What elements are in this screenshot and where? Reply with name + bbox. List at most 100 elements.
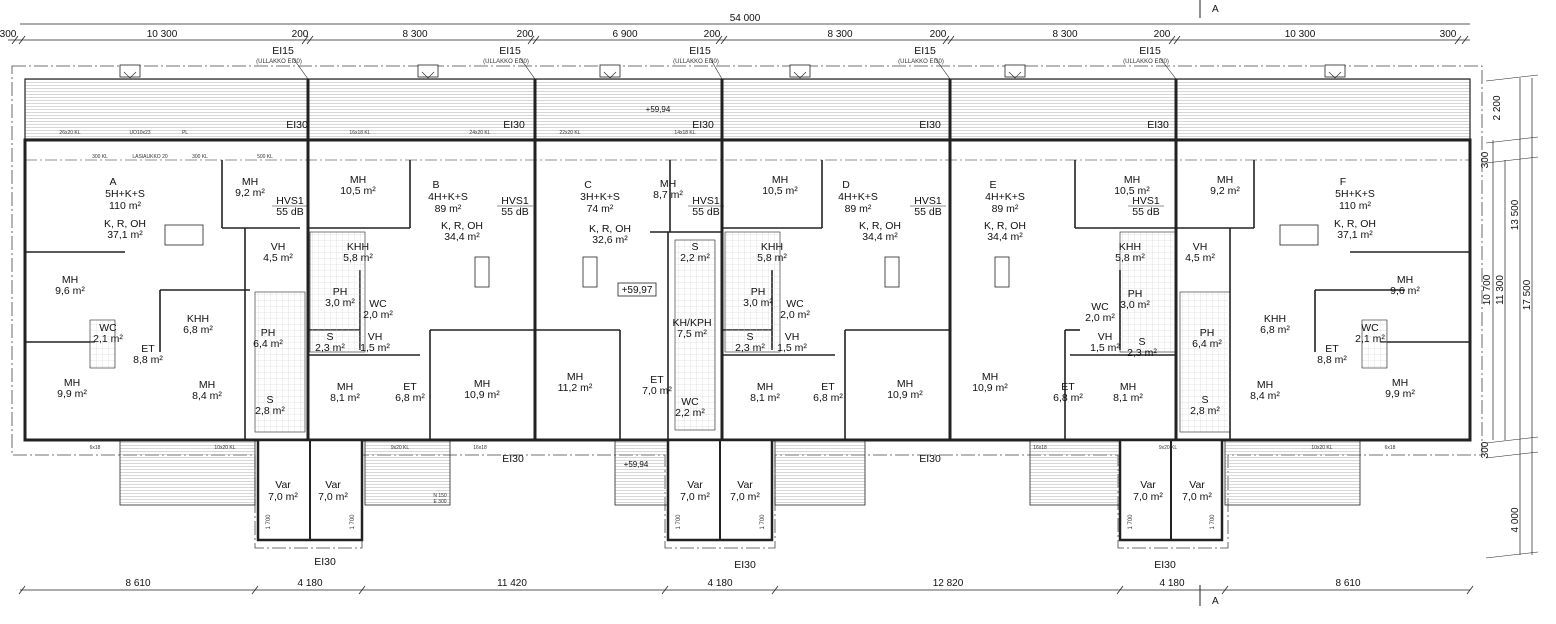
dimension-tick bbox=[661, 585, 669, 595]
room-name: K, R, OH bbox=[104, 218, 146, 230]
storage-dimension-label: 1 700 bbox=[266, 514, 272, 530]
storage-dimension-label: 1 700 bbox=[350, 514, 356, 530]
room-area: 6,8 m² bbox=[395, 392, 425, 404]
storage-name: Var bbox=[737, 479, 753, 491]
room-name: PH bbox=[1128, 288, 1143, 300]
terrace bbox=[364, 439, 451, 506]
wet-room-floor bbox=[724, 231, 781, 353]
dimension-label: 8 610 bbox=[125, 578, 150, 589]
window-label: 500 KL bbox=[257, 154, 273, 160]
room-name: WC bbox=[1091, 301, 1109, 313]
room-area: 9,6 m² bbox=[1390, 285, 1420, 297]
room-area: 4,5 m² bbox=[1185, 252, 1215, 264]
room-area: 37,1 m² bbox=[107, 229, 143, 241]
fire-rating-note: (ULLAKKO EI30) bbox=[256, 59, 302, 65]
dimension-label: 4 180 bbox=[707, 578, 732, 589]
dimension-label: 6 900 bbox=[612, 29, 637, 40]
fire-rating-label: EI30 bbox=[314, 556, 336, 568]
dimension-label: 10 300 bbox=[1285, 29, 1316, 40]
room-area: 8,1 m² bbox=[750, 392, 780, 404]
unit-type: 5H+K+S bbox=[105, 188, 145, 200]
window-label: 16x18 bbox=[1033, 445, 1047, 451]
room-name: S bbox=[266, 394, 273, 406]
roof-hatch bbox=[417, 64, 439, 78]
unit-area: 110 m² bbox=[1339, 200, 1371, 212]
room-area: 34,4 m² bbox=[987, 231, 1023, 243]
fire-rating-label: EI15 bbox=[272, 45, 294, 57]
plan-geometry bbox=[8, 0, 1539, 606]
window-label: 9x20 KL bbox=[1159, 445, 1178, 451]
room-area: 5,8 m² bbox=[343, 252, 373, 264]
window-label: 300 KL bbox=[92, 154, 108, 160]
room-name: WC bbox=[681, 396, 699, 408]
roof-hatch bbox=[1014, 71, 1022, 79]
dimension-tick bbox=[251, 585, 259, 595]
unit-area: 74 m² bbox=[587, 203, 614, 215]
room-name: WC bbox=[99, 322, 117, 334]
roof-hatch bbox=[603, 71, 611, 79]
room-area: 8,8 m² bbox=[133, 354, 163, 366]
acoustic-rating: 55 dB bbox=[276, 206, 303, 218]
room-name: ET bbox=[141, 343, 155, 355]
section-mark-top: A bbox=[1212, 4, 1219, 15]
room-area: 10,5 m² bbox=[340, 185, 376, 197]
overall-width-label: 54 000 bbox=[730, 13, 761, 24]
room-name: MH bbox=[757, 381, 773, 393]
dimension-label: 8 300 bbox=[827, 29, 852, 40]
acoustic-rating: 55 dB bbox=[1132, 206, 1159, 218]
room-area: 8,1 m² bbox=[1113, 392, 1143, 404]
terrace bbox=[119, 439, 256, 506]
room-name: PH bbox=[261, 327, 276, 339]
fire-rating-note: (ULLAKKO EI30) bbox=[483, 59, 529, 65]
room-area: 2,3 m² bbox=[315, 342, 345, 354]
dimension-label: 10 300 bbox=[147, 29, 178, 40]
dimension-label: 13 500 bbox=[1510, 199, 1521, 230]
dimension-label: 4 180 bbox=[297, 578, 322, 589]
section-mark-bottom: A bbox=[1212, 596, 1219, 607]
window-label: 26x20 KL bbox=[59, 130, 80, 136]
fire-rating-label: EI30 bbox=[286, 119, 308, 131]
dimension-tick bbox=[1485, 136, 1539, 144]
leader-line bbox=[709, 57, 723, 80]
storage-dimension-label: 1 700 bbox=[1210, 514, 1216, 530]
storage-area: 7,0 m² bbox=[1133, 491, 1163, 503]
storage-area: 7,0 m² bbox=[268, 491, 298, 503]
room-area: 3,0 m² bbox=[743, 297, 773, 309]
room-name: MH bbox=[567, 371, 583, 383]
wet-room-floor bbox=[1179, 291, 1231, 433]
room-area: 9,2 m² bbox=[1210, 185, 1240, 197]
unit-area: 89 m² bbox=[845, 203, 872, 215]
room-name: K, R, OH bbox=[1334, 218, 1376, 230]
kitchen-island bbox=[994, 256, 1010, 288]
room-area: 9,9 m² bbox=[57, 388, 87, 400]
acoustic-label: HVS1 bbox=[692, 195, 720, 207]
storage-name: Var bbox=[687, 479, 703, 491]
roof-hatch bbox=[1324, 64, 1346, 78]
kitchen-island bbox=[474, 256, 490, 288]
window-label: N 150 bbox=[433, 493, 447, 499]
unit-id: A bbox=[109, 176, 116, 188]
storage-dimension-label: 1 700 bbox=[676, 514, 682, 530]
window-label: 10x20 KL bbox=[214, 445, 235, 451]
room-area: 37,1 m² bbox=[1337, 229, 1373, 241]
room-name: MH bbox=[242, 176, 258, 188]
room-name: MH bbox=[897, 378, 913, 390]
room-area: 34,4 m² bbox=[862, 231, 898, 243]
room-name: MH bbox=[982, 371, 998, 383]
leader-line bbox=[292, 57, 309, 80]
room-area: 1,5 m² bbox=[360, 342, 390, 354]
room-name: KHH bbox=[347, 241, 369, 253]
room-name: PH bbox=[751, 286, 766, 298]
room-name: S bbox=[746, 331, 753, 343]
dimension-tick bbox=[1168, 35, 1176, 45]
acoustic-rating: 55 dB bbox=[692, 206, 719, 218]
roof-hatch bbox=[129, 71, 137, 79]
unit-id: E bbox=[989, 179, 996, 191]
dimension-label: 8 610 bbox=[1335, 578, 1360, 589]
acoustic-label: HVS1 bbox=[1132, 195, 1160, 207]
dimension-label: 11 300 bbox=[1495, 275, 1506, 305]
window-label: 10x20 KL bbox=[1311, 445, 1332, 451]
storage-area: 7,0 m² bbox=[680, 491, 710, 503]
room-area: 2,2 m² bbox=[675, 407, 705, 419]
unit-area: 89 m² bbox=[435, 203, 462, 215]
